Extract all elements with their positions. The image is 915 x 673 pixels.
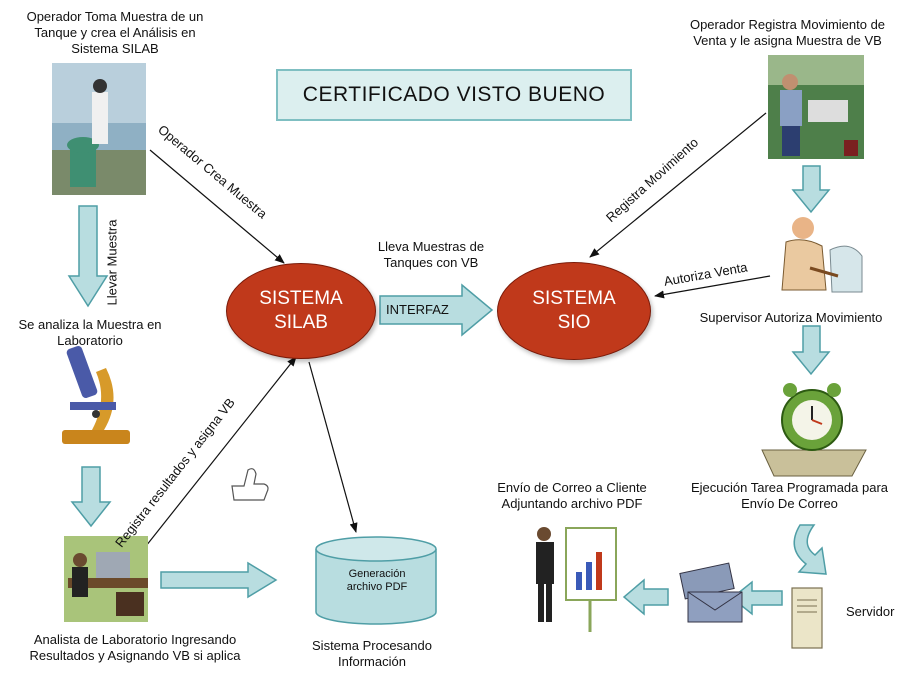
block-arrow-supervisor-to-reloj [791,325,831,376]
block-arrow-llevar-muestra [67,205,109,308]
curved-arrow-tarea-to-servidor [793,524,827,575]
diagram-title: CERTIFICADO VISTO BUENO [276,69,632,121]
alarm-clock-icon [761,383,867,477]
caption-sistema-procesando: Sistema Procesando Información [312,638,432,669]
arrow-operador-crea-muestra [149,149,285,264]
microscope-icon [62,345,130,444]
supervisor-clipart [781,217,863,293]
block-arrow-operador-to-supervisor [791,165,831,214]
caption-ejecucion-tarea: Ejecución Tarea Programada para Envío De… [690,480,889,511]
sistema-silab-node: SISTEMA SILAB [226,263,376,359]
caption-envio-correo: Envío de Correo a Cliente Adjuntando arc… [497,480,647,511]
thumbs-up-icon [231,468,269,501]
edge-label-llevar-muestra: Llevar Muestra [104,219,120,306]
block-arrow-lab-to-analista [70,466,112,528]
sistema-sio-node: SISTEMA SIO [497,262,651,360]
pdf-database-cylinder [315,536,437,625]
caption-lleva-muestras: Lleva Muestras de Tanques con VB [377,239,485,270]
interfaz-label: INTERFAZ [386,302,449,317]
arrow-registra-movimiento [589,112,767,258]
caption-supervisor: Supervisor Autoriza Movimiento [699,310,883,325]
server-icon [791,587,823,649]
operador-muestra-photo [52,63,146,195]
caption-analiza-muestra: Se analiza la Muestra en Laboratorio [18,317,162,348]
analista-photo [64,536,148,622]
arrow-silab-to-pdf [308,361,358,533]
caption-operador-muestra: Operador Toma Muestra de un Tanque y cre… [26,9,204,56]
operador-venta-photo [768,55,864,159]
caption-analista: Analista de Laboratorio Ingresando Resul… [29,632,241,663]
email-envelope-icon [679,562,743,623]
arrow-autoriza-venta [654,275,771,299]
cliente-presentation-clipart [536,527,617,632]
block-arrow-correo-to-cliente [622,578,669,616]
arrow-registra-resultados [145,356,297,547]
block-arrow-interfaz [379,283,494,337]
pdf-database-label: Generación archivo PDF [346,568,408,593]
block-arrow-analista-to-system [160,561,278,599]
caption-operador-venta: Operador Registra Movimiento de Venta y … [689,17,886,48]
caption-servidor: Servidor [846,604,895,619]
